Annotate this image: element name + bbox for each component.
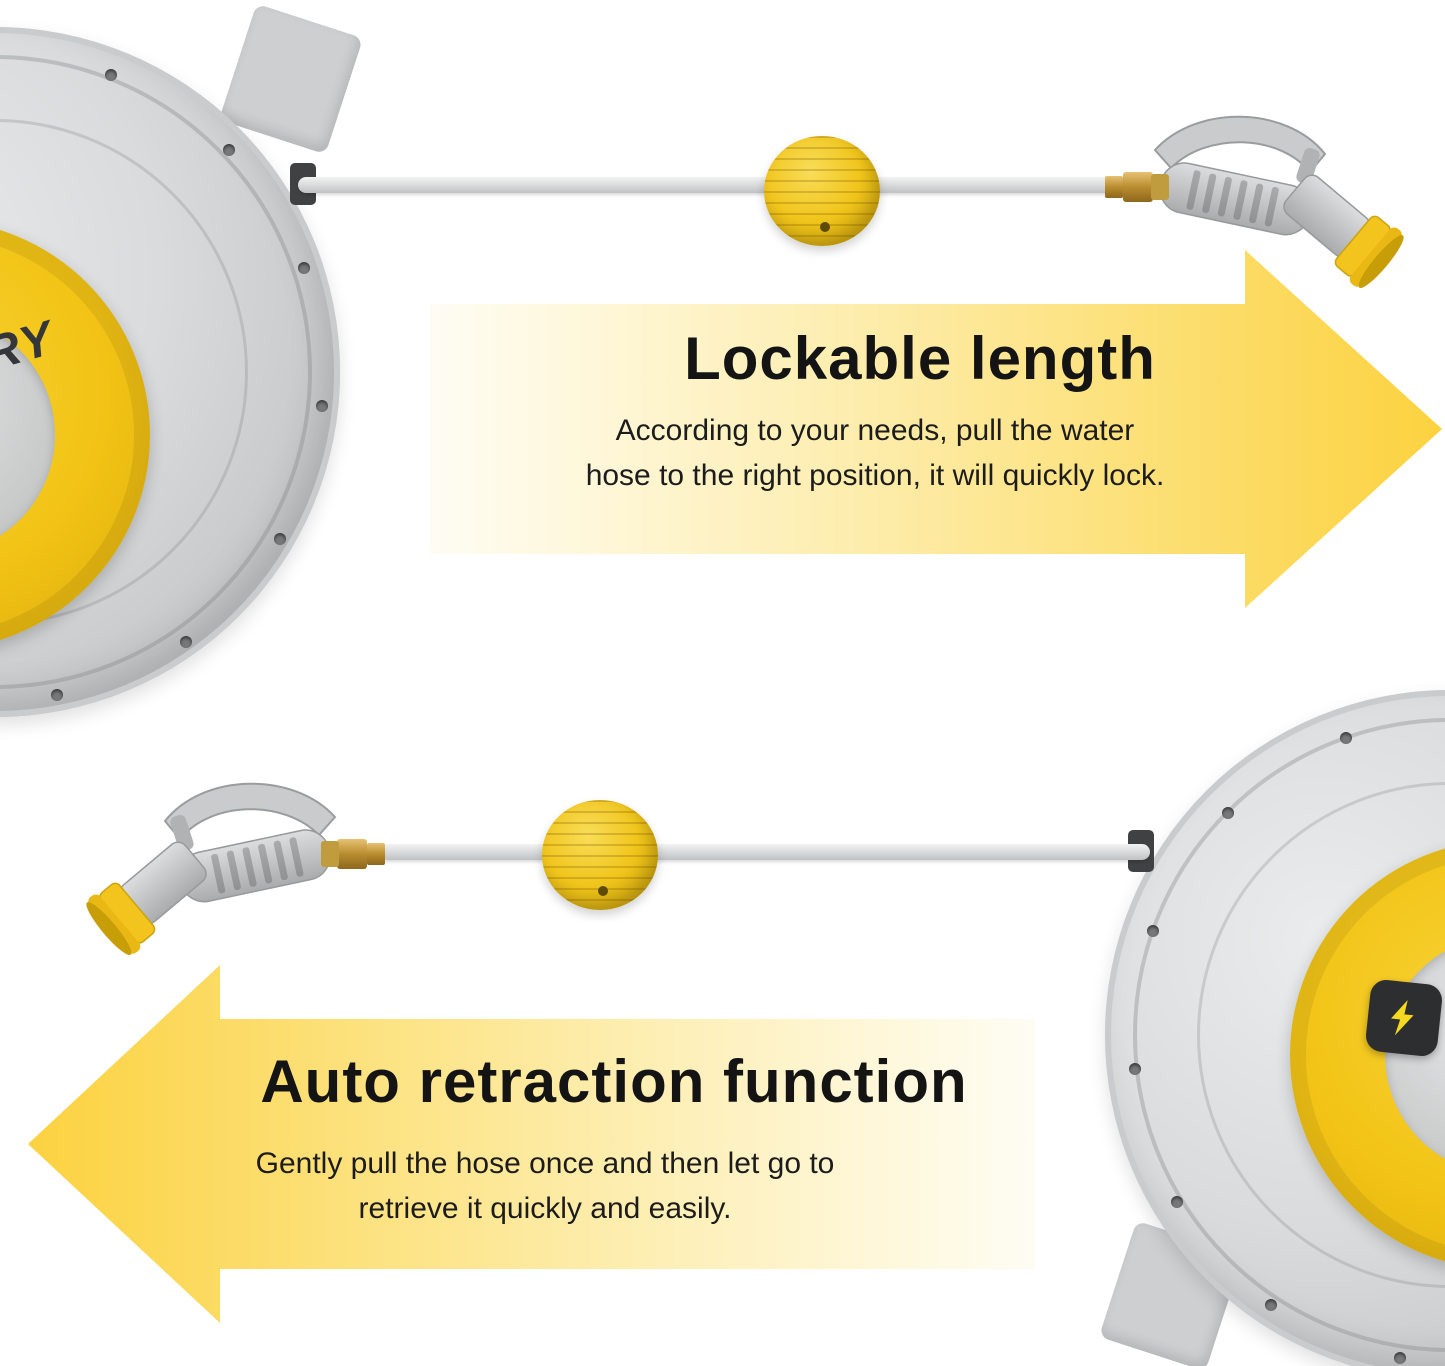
hose-stopper-ball-bottom bbox=[542, 800, 658, 910]
lockable-length-title: Lockable length bbox=[684, 325, 1156, 392]
lockable-length-description: According to your needs, pull the water … bbox=[430, 408, 1320, 498]
screw-dot bbox=[1394, 1352, 1406, 1364]
ball-hole bbox=[819, 221, 830, 232]
auto-retraction-title: Auto retraction function bbox=[260, 1048, 968, 1115]
hose-line-top bbox=[298, 177, 1116, 193]
screw-dot bbox=[105, 69, 117, 81]
feature-arrow-auto-retraction: Auto retraction function Gently pull the… bbox=[28, 965, 1035, 1323]
screw-dot bbox=[1129, 1063, 1141, 1075]
spray-nozzle-icon-top bbox=[1104, 115, 1411, 295]
screw-dot bbox=[1171, 1196, 1183, 1208]
screw-dot bbox=[180, 636, 192, 648]
hose-stopper-ball-top bbox=[764, 136, 880, 246]
feature-arrow-lockable: Lockable length According to your needs,… bbox=[430, 250, 1442, 608]
screw-dot bbox=[1222, 807, 1234, 819]
screw-dot bbox=[223, 144, 235, 156]
screw-dot bbox=[298, 262, 310, 274]
screw-dot bbox=[316, 400, 328, 412]
lockable-desc-line2: hose to the right position, it will quic… bbox=[585, 459, 1165, 492]
hose-line-bottom bbox=[380, 844, 1150, 860]
lightning-icon bbox=[1364, 978, 1444, 1058]
auto-desc-line1: Gently pull the hose once and then let g… bbox=[255, 1147, 835, 1180]
ball-hole bbox=[597, 885, 608, 896]
screw-dot bbox=[1265, 1299, 1277, 1311]
auto-retraction-description: Gently pull the hose once and then let g… bbox=[193, 1141, 897, 1231]
screw-dot bbox=[51, 689, 63, 701]
auto-desc-line2: retrieve it quickly and easily. bbox=[358, 1192, 732, 1225]
spray-nozzle-icon-bottom bbox=[79, 782, 386, 962]
screw-dot bbox=[274, 533, 286, 545]
screw-dot bbox=[1340, 732, 1352, 744]
lockable-desc-line1: According to your needs, pull the water bbox=[615, 414, 1135, 447]
screw-dot bbox=[1147, 925, 1159, 937]
